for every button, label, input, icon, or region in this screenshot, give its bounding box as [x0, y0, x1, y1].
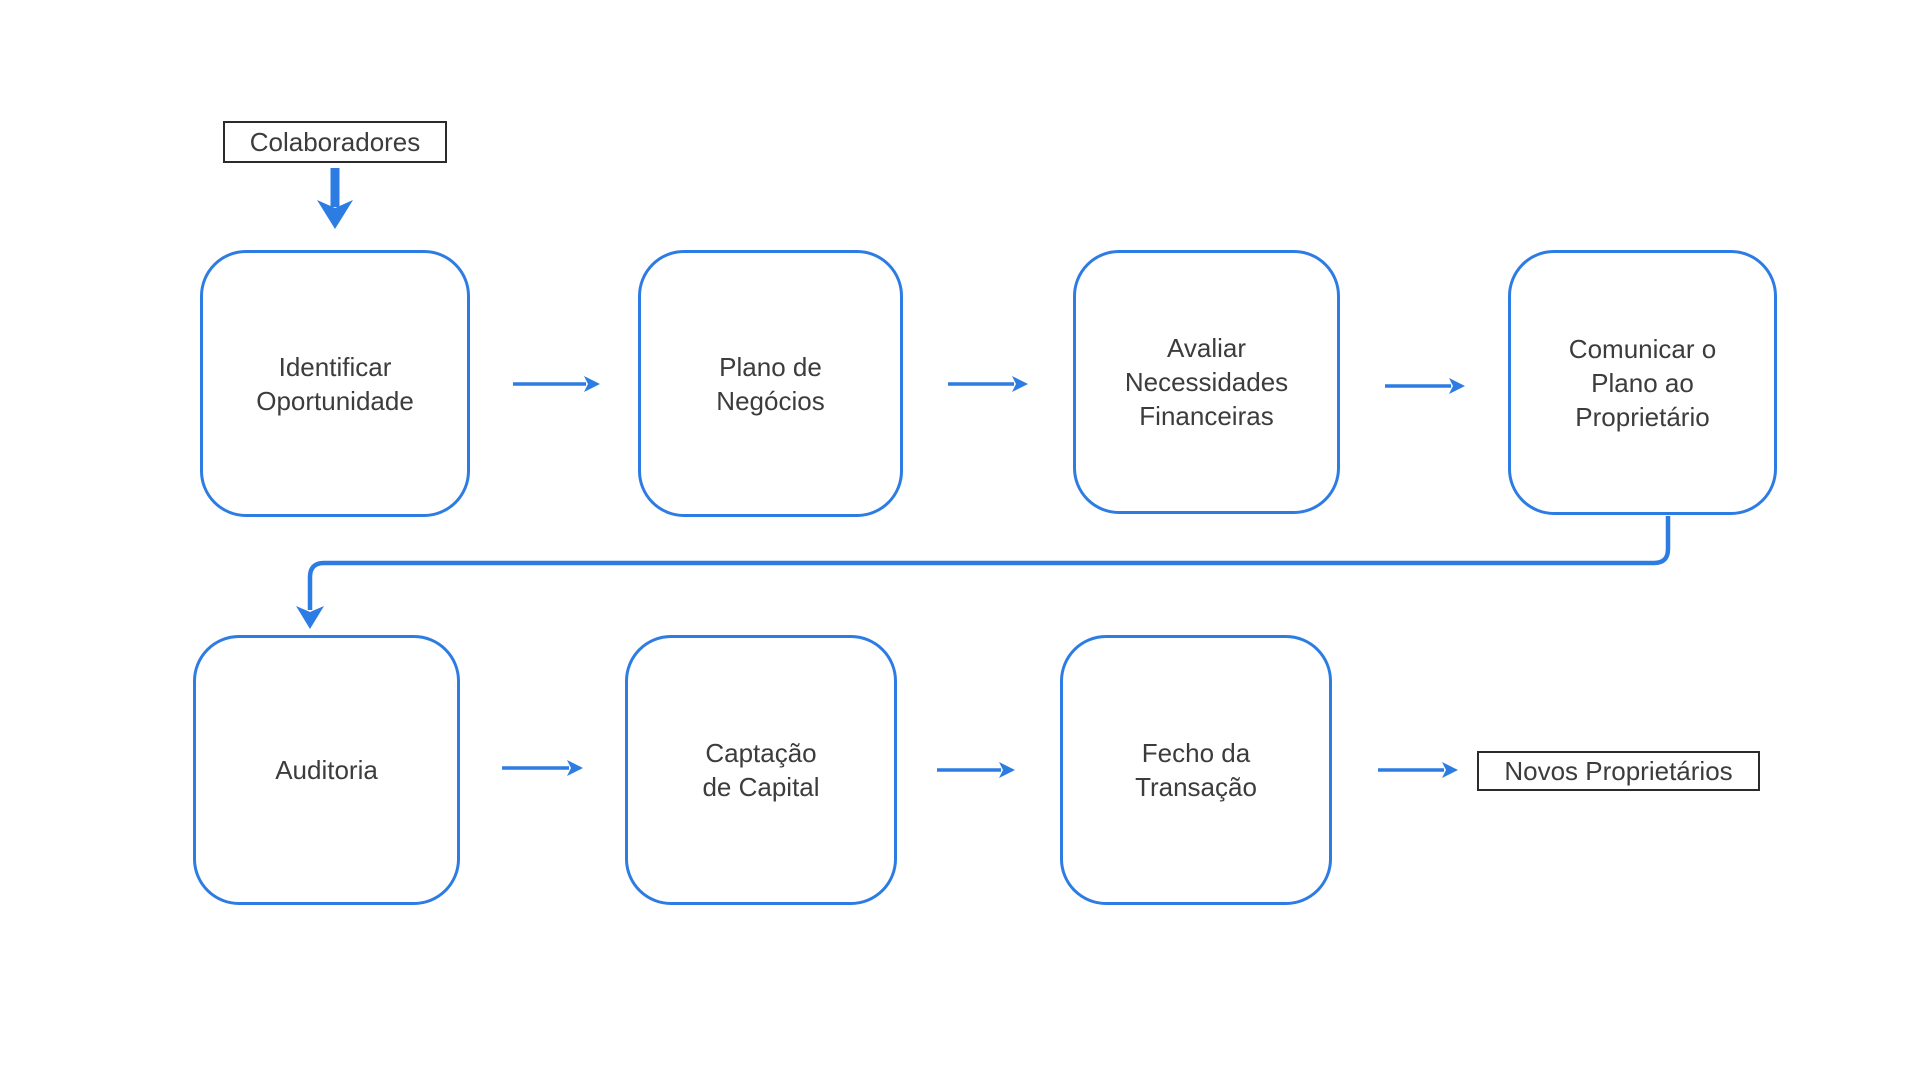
node-comunicar-o-plano-ao-proprietario: Comunicar o Plano ao Proprietário: [1508, 250, 1777, 515]
arrow-right-identificar-to-plano: [513, 376, 600, 392]
node-avaliar-necessidades-financeiras: Avaliar Necessidades Financeiras: [1073, 250, 1340, 514]
arrow-right-captacao-to-fecho: [937, 762, 1015, 778]
arrow-right-avaliar-to-comunicar: [1385, 378, 1465, 394]
node-identificar-oportunidade: Identificar Oportunidade: [200, 250, 470, 517]
node-plano-de-negocios: Plano de Negócios: [638, 250, 903, 517]
arrow-right-fecho-to-novos: [1378, 762, 1458, 778]
terminal-label-colaboradores: Colaboradores: [223, 121, 447, 163]
terminal-label-novos-proprietarios: Novos Proprietários: [1477, 751, 1760, 791]
elbow-connector-comunicar-to-auditoria: [296, 516, 1671, 629]
arrow-down-colaboradores-to-identificar: [317, 168, 353, 229]
node-fecho-da-transacao: Fecho da Transação: [1060, 635, 1332, 905]
arrow-right-auditoria-to-captacao: [502, 760, 583, 776]
arrow-right-plano-to-avaliar: [948, 376, 1028, 392]
node-captacao-de-capital: Captação de Capital: [625, 635, 897, 905]
node-auditoria: Auditoria: [193, 635, 460, 905]
